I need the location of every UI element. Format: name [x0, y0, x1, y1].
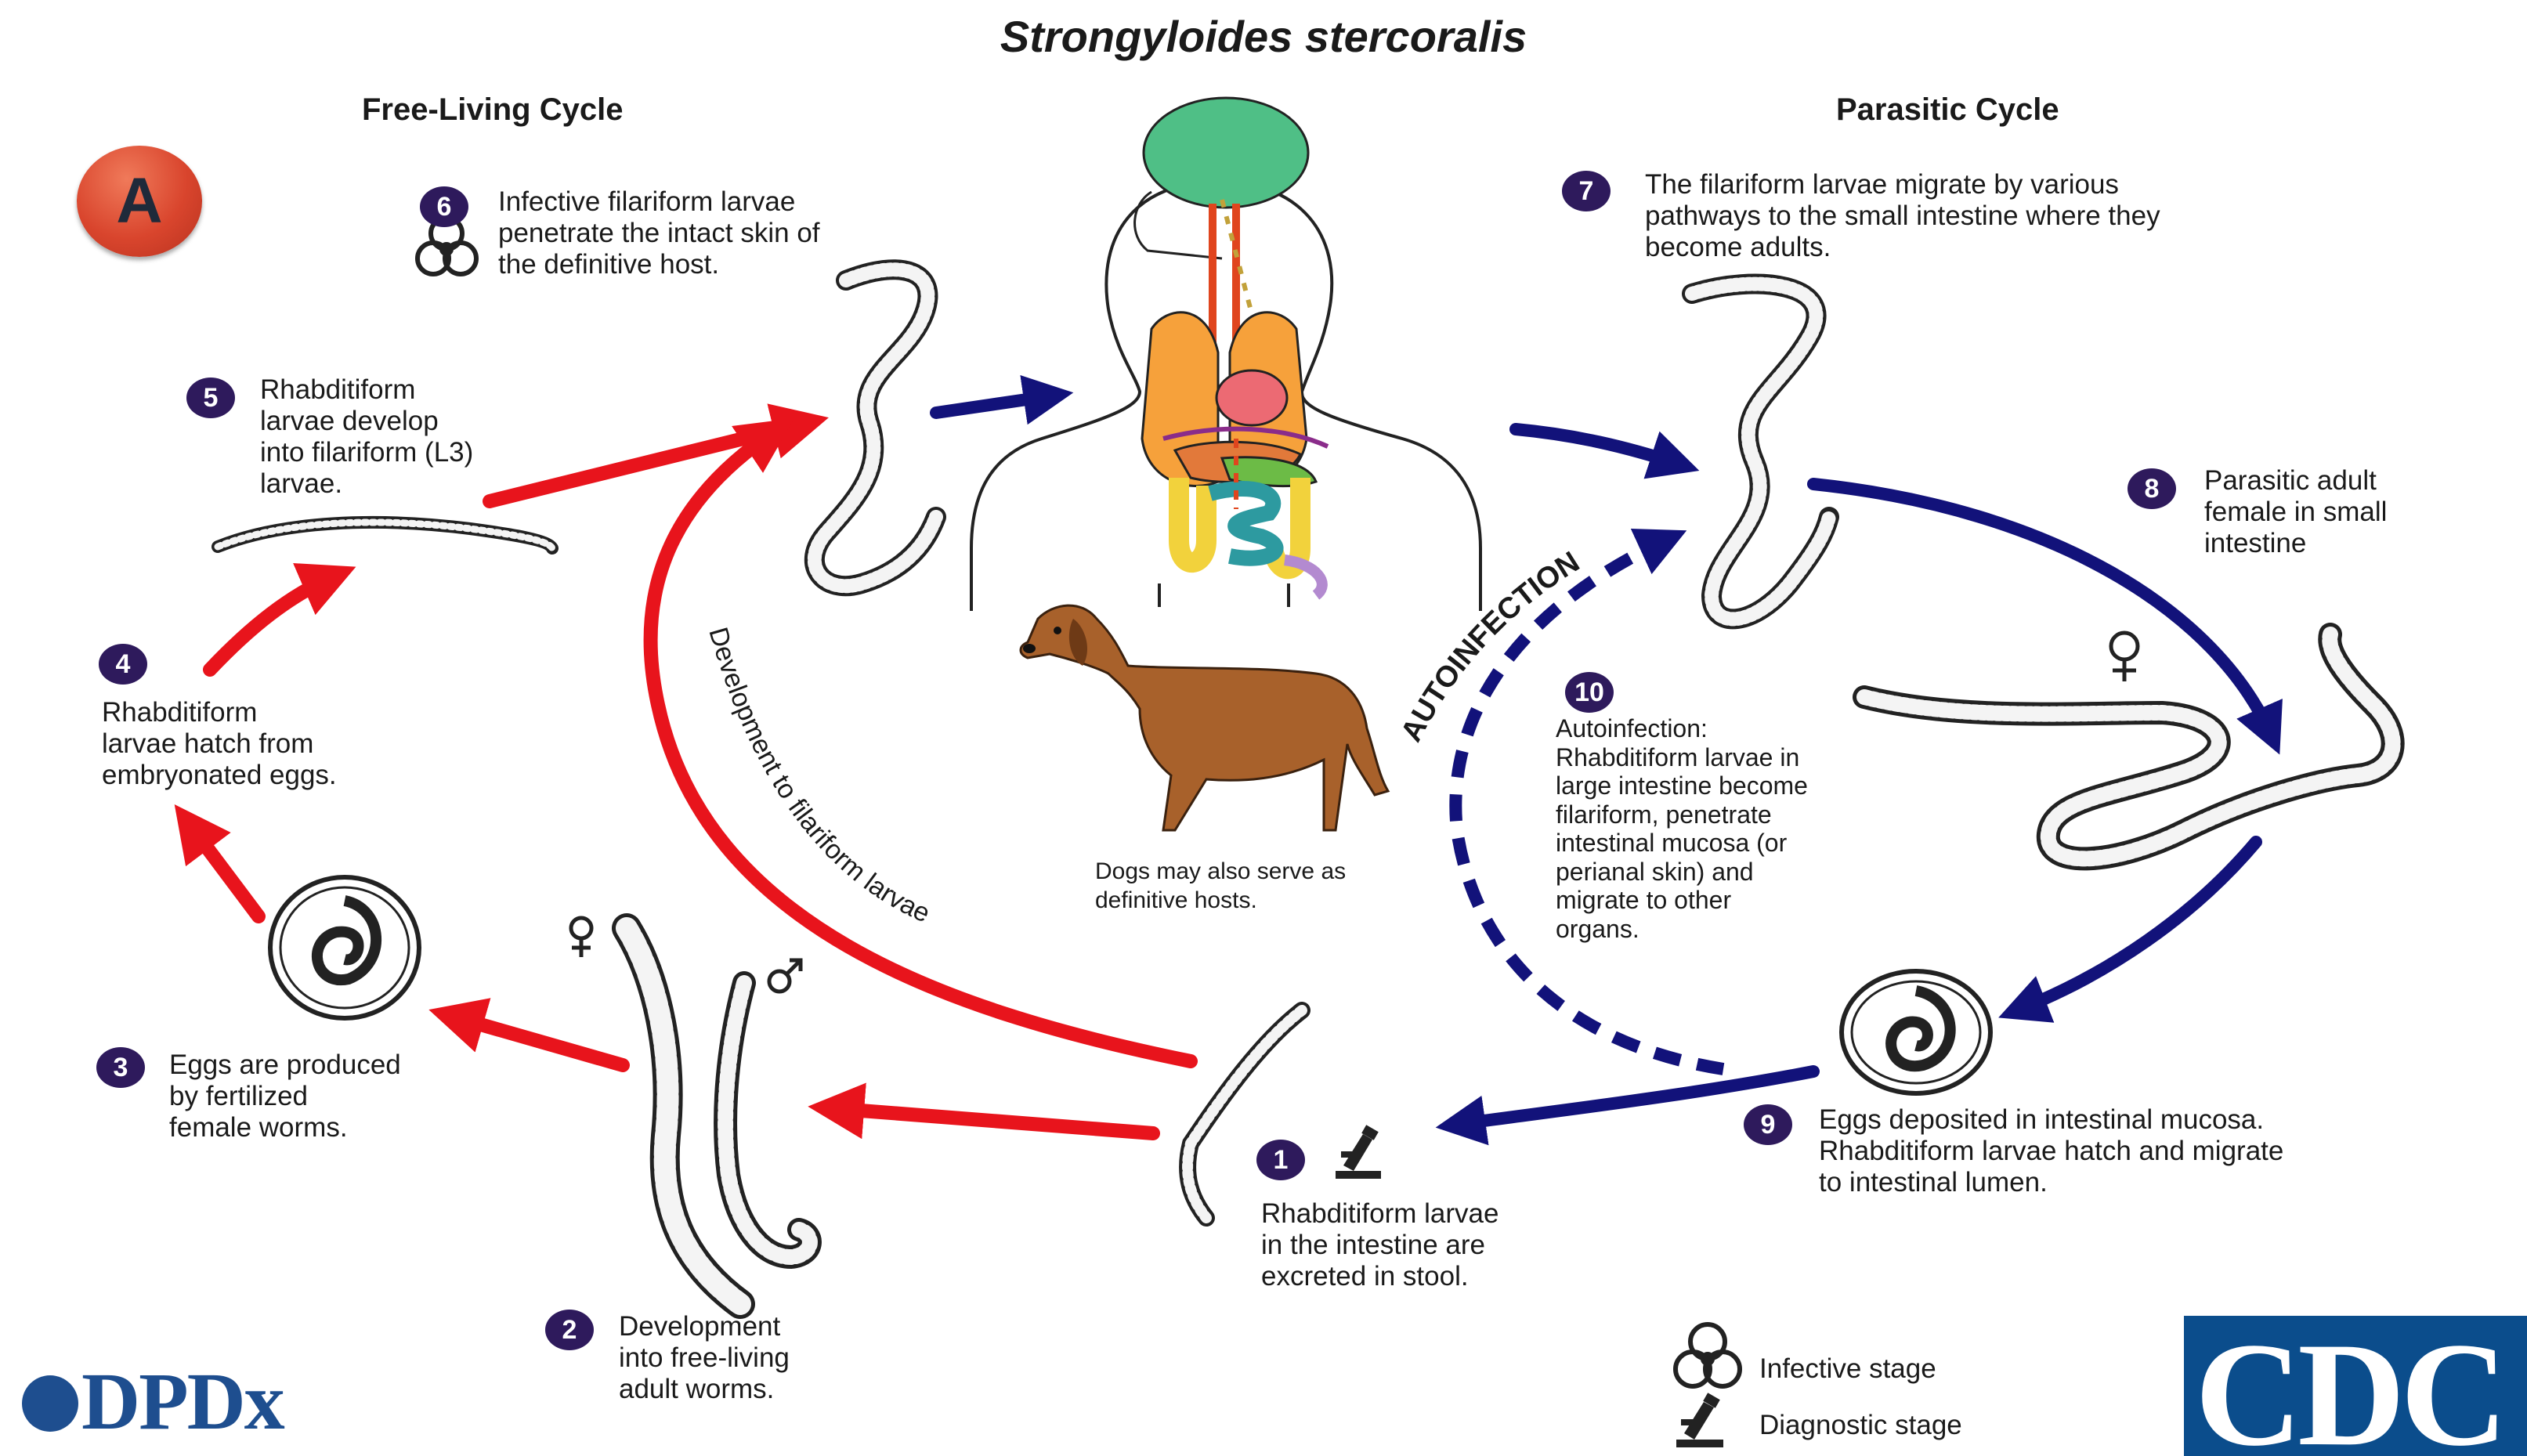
human-host-illustration [971, 98, 1480, 611]
parasitic-cycle-heading: Parasitic Cycle [1836, 92, 2059, 128]
step-7-badge: 7 [1562, 171, 1611, 211]
step-5-badge: 5 [186, 378, 235, 418]
dog-illustration [1021, 605, 1388, 830]
step-9-badge: 9 [1744, 1104, 1792, 1145]
dpdx-logo-text: DPDx [81, 1357, 284, 1447]
free-living-cycle-heading: Free-Living Cycle [362, 92, 623, 128]
step-4-badge: 4 [99, 644, 147, 685]
arrow-6-to-host [936, 396, 1054, 413]
step-10-badge: 10 [1565, 672, 1614, 713]
arrow-1-development [651, 431, 1191, 1061]
step-8-text: Parasitic adult female in small intestin… [2204, 465, 2387, 559]
dpdx-logo: DPDx [22, 1355, 284, 1448]
female-symbol-parasitic [2111, 633, 2138, 681]
step-1-text: Rhabditiform larvae in the intestine are… [1261, 1198, 1498, 1292]
step-2-text: Development into free-living adult worms… [619, 1311, 790, 1405]
step-9-text: Eggs deposited in intestinal mucosa. Rha… [1819, 1104, 2283, 1198]
microscope-legend-icon [1676, 1393, 1723, 1447]
arrow-3-to-4 [188, 822, 258, 916]
arrow-1-to-2 [830, 1108, 1153, 1133]
microscope-icon [1336, 1125, 1381, 1179]
biohazard-legend-icon [1676, 1324, 1740, 1386]
panel-badge: A [77, 146, 202, 257]
cdc-logo: CDC [2184, 1316, 2527, 1456]
step-3-badge: 3 [96, 1047, 145, 1088]
dog-caption: Dogs may also serve as definitive hosts. [1095, 857, 1346, 915]
cdc-logo-text: CDC [2195, 1316, 2504, 1456]
diagram-title: Strongyloides stercoralis [0, 11, 2527, 62]
step-3-text: Eggs are produced by fertilized female w… [169, 1050, 401, 1143]
male-symbol-free-living [769, 960, 801, 992]
step-2-badge: 2 [545, 1310, 594, 1350]
female-symbol-free-living [571, 918, 591, 957]
step-5-text: Rhabditiform larvae develop into filarif… [260, 374, 473, 500]
egg-9 [1842, 971, 1990, 1093]
step-6-text: Infective filariform larvae penetrate th… [498, 186, 820, 280]
step-6-badge: 6 [420, 186, 468, 227]
legend-diagnostic-label: Diagnostic stage [1759, 1410, 1962, 1441]
dpdx-logo-mark [22, 1375, 78, 1432]
development-label: Development to filariform larvae [703, 624, 935, 929]
step-8-badge: 8 [2128, 468, 2176, 509]
legend-infective-label: Infective stage [1759, 1353, 1936, 1385]
egg-3 [270, 877, 419, 1018]
step-4-text: Rhabditiform larvae hatch from embryonat… [102, 697, 337, 791]
arrow-host-to-7 [1516, 429, 1680, 464]
arrow-2-to-3 [450, 1016, 623, 1065]
arrow-4-to-5 [210, 576, 335, 670]
arrow-8-to-9 [2017, 842, 2256, 1010]
step-1-badge: 1 [1256, 1140, 1305, 1180]
step-7-text: The filariform larvae migrate by various… [1645, 169, 2160, 263]
step-10-text: Autoinfection: Rhabditiform larvae in la… [1556, 714, 1808, 943]
